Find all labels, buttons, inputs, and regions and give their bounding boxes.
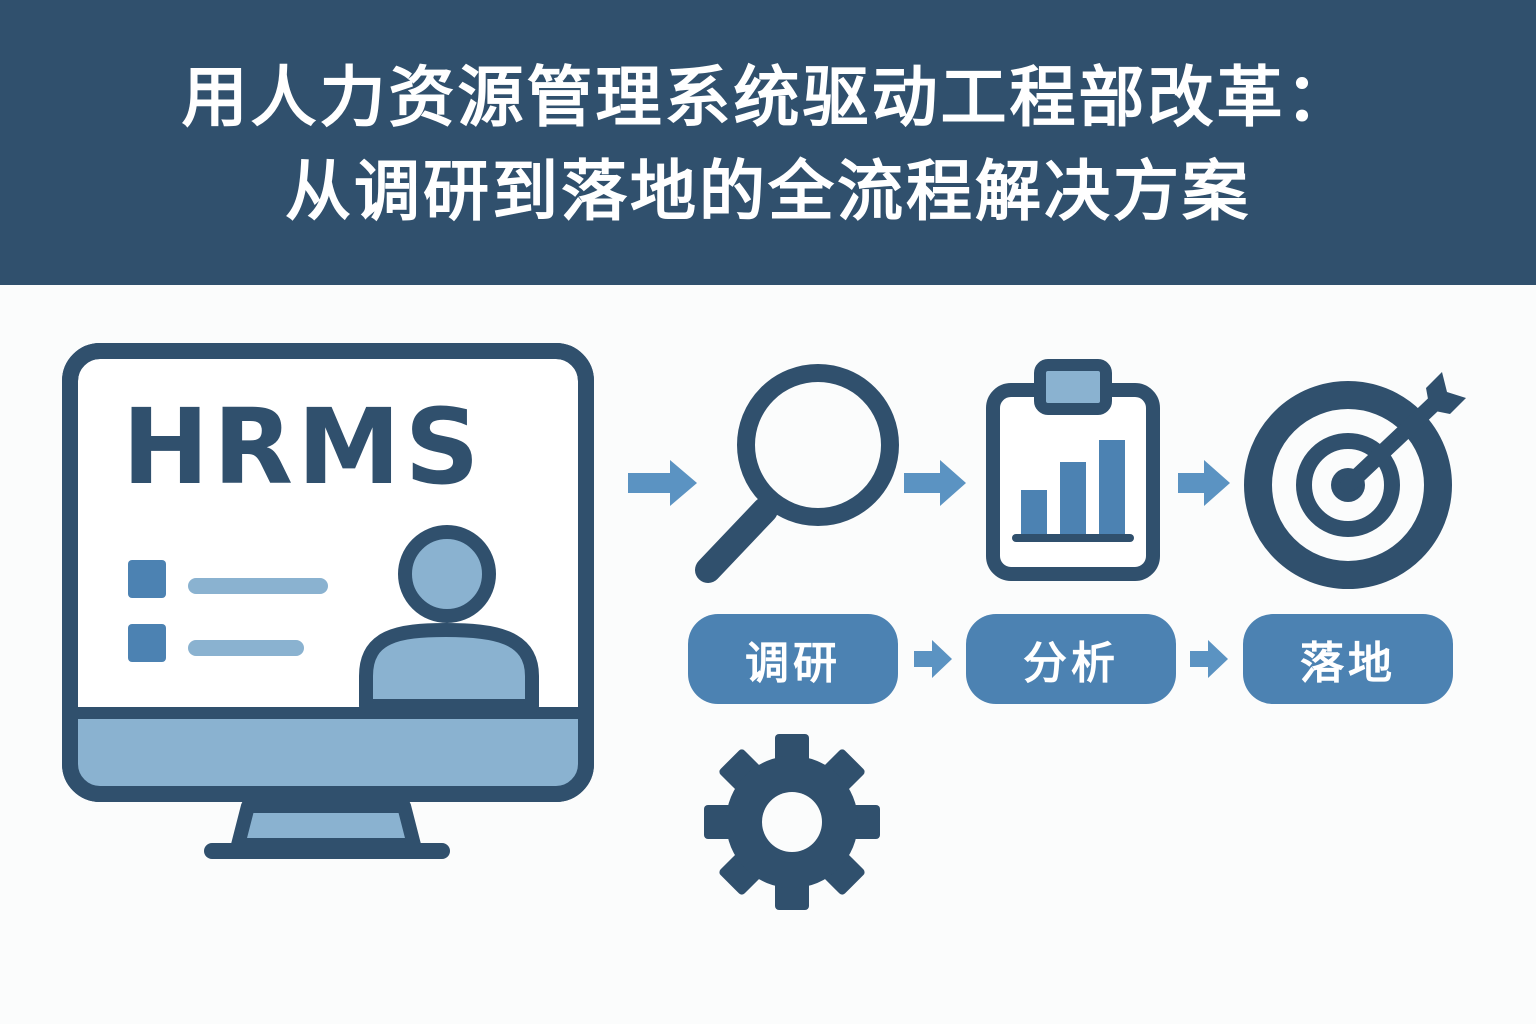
list-bullet-2 <box>128 624 166 662</box>
arrow-right-icon <box>628 460 697 506</box>
list-lines <box>128 560 328 662</box>
clipboard-chart-icon <box>986 359 1160 581</box>
user-avatar-icon <box>359 525 539 713</box>
list-bullet-1 <box>128 560 166 598</box>
gear-icon <box>704 734 880 910</box>
arrow-right-icon <box>1178 460 1230 506</box>
arrow-right-icon <box>1190 640 1228 678</box>
hrms-label: HRMS <box>122 386 484 508</box>
chart-bar <box>1021 490 1047 534</box>
page-title-line-1: 用人力资源管理系统驱动工程部改革： <box>181 58 1355 136</box>
target-icon <box>1244 372 1466 589</box>
magnifier-icon <box>695 364 899 583</box>
flow-arrows <box>628 460 1230 678</box>
diagram-canvas: HRMS 调研 分析 落地 <box>0 285 1536 1024</box>
diagram-graphics <box>62 343 1466 910</box>
page-title-line-2: 从调研到落地的全流程解决方案 <box>285 152 1251 230</box>
step-pill-research: 调研 <box>688 614 898 704</box>
arrow-right-icon <box>914 640 952 678</box>
header-banner: 用人力资源管理系统驱动工程部改革： 从调研到落地的全流程解决方案 <box>0 0 1536 285</box>
step-pill-implementation: 落地 <box>1243 614 1453 704</box>
chart-bar <box>1060 462 1086 534</box>
chart-bar <box>1099 440 1125 534</box>
arrow-right-icon <box>904 460 966 506</box>
arrow-fletching <box>1426 372 1466 414</box>
step-pill-analysis: 分析 <box>966 614 1176 704</box>
